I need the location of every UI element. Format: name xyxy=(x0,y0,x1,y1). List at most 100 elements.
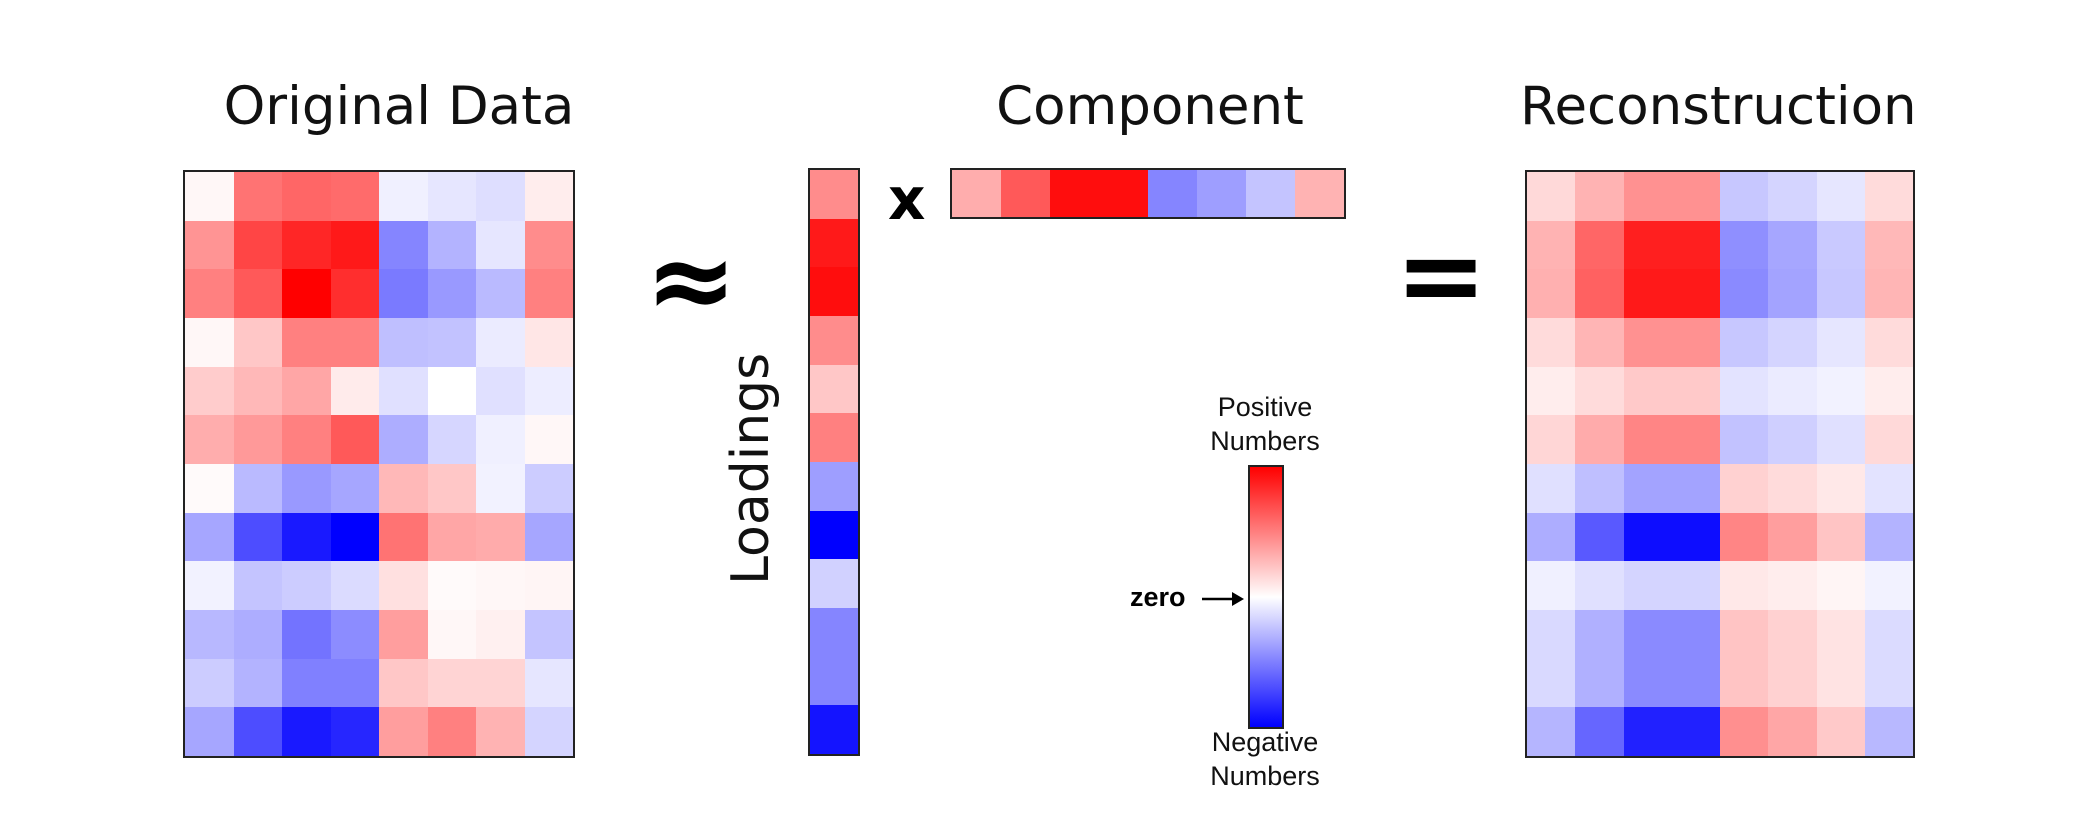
reconstruction-cell-r6-c2 xyxy=(1623,464,1672,513)
loadings-column xyxy=(808,168,860,756)
reconstruction-cell-r2-c2 xyxy=(1623,269,1672,318)
component-cell-r0-c6 xyxy=(1246,170,1295,217)
original-cell-r9-c4 xyxy=(379,610,428,659)
original-cell-r0-c3 xyxy=(330,172,379,221)
original-cell-r0-c7 xyxy=(524,172,573,221)
reconstruction-cell-r5-c4 xyxy=(1720,415,1769,464)
reconstruction-cell-r9-c7 xyxy=(1864,610,1913,659)
reconstruction-cell-r2-c6 xyxy=(1816,269,1865,318)
original-cell-r5-c2 xyxy=(282,415,331,464)
reconstruction-cell-r11-c4 xyxy=(1720,707,1769,756)
reconstruction-cell-r9-c5 xyxy=(1768,610,1817,659)
original-cell-r5-c3 xyxy=(330,415,379,464)
reconstruction-cell-r7-c2 xyxy=(1623,512,1672,562)
original-cell-r6-c7 xyxy=(524,464,573,513)
original-cell-r10-c5 xyxy=(427,658,476,708)
legend-positive-line2: Numbers xyxy=(1210,426,1320,456)
reconstruction-cell-r3-c1 xyxy=(1575,318,1624,367)
original-cell-r4-c0 xyxy=(185,366,234,416)
reconstruction-cell-r11-c6 xyxy=(1816,707,1865,756)
original-cell-r3-c1 xyxy=(233,318,282,367)
original-cell-r9-c1 xyxy=(233,610,282,659)
reconstruction-cell-r8-c6 xyxy=(1816,561,1865,610)
loading-cell-r0-c0 xyxy=(810,170,858,219)
reconstruction-cell-r0-c3 xyxy=(1671,172,1720,221)
original-cell-r7-c6 xyxy=(476,512,525,562)
reconstruction-cell-r6-c7 xyxy=(1864,464,1913,513)
reconstruction-cell-r2-c3 xyxy=(1671,269,1720,318)
reconstruction-cell-r5-c5 xyxy=(1768,415,1817,464)
loading-cell-r10-c0 xyxy=(810,656,858,706)
original-cell-r1-c5 xyxy=(427,220,476,270)
reconstruction-cell-r6-c4 xyxy=(1720,464,1769,513)
original-cell-r5-c1 xyxy=(233,415,282,464)
reconstruction-cell-r5-c2 xyxy=(1623,415,1672,464)
original-cell-r5-c0 xyxy=(185,415,234,464)
original-cell-r6-c4 xyxy=(379,464,428,513)
reconstruction-cell-r11-c1 xyxy=(1575,707,1624,756)
original-cell-r5-c4 xyxy=(379,415,428,464)
reconstruction-cell-r10-c0 xyxy=(1527,658,1576,708)
original-cell-r9-c7 xyxy=(524,610,573,659)
original-cell-r11-c1 xyxy=(233,707,282,756)
legend-negative-label: Negative Numbers xyxy=(1175,725,1355,793)
reconstruction-cell-r10-c6 xyxy=(1816,658,1865,708)
reconstruction-cell-r4-c6 xyxy=(1816,366,1865,416)
original-cell-r9-c5 xyxy=(427,610,476,659)
original-cell-r0-c2 xyxy=(282,172,331,221)
original-cell-r10-c2 xyxy=(282,658,331,708)
reconstruction-cell-r5-c3 xyxy=(1671,415,1720,464)
original-cell-r4-c6 xyxy=(476,366,525,416)
loading-cell-r6-c0 xyxy=(810,462,858,511)
original-cell-r2-c5 xyxy=(427,269,476,318)
reconstruction-cell-r0-c5 xyxy=(1768,172,1817,221)
component-cell-r0-c1 xyxy=(1001,170,1050,217)
reconstruction-cell-r5-c7 xyxy=(1864,415,1913,464)
reconstruction-cell-r9-c4 xyxy=(1720,610,1769,659)
original-cell-r11-c5 xyxy=(427,707,476,756)
original-cell-r4-c4 xyxy=(379,366,428,416)
original-cell-r10-c6 xyxy=(476,658,525,708)
reconstruction-cell-r7-c4 xyxy=(1720,512,1769,562)
reconstruction-cell-r4-c0 xyxy=(1527,366,1576,416)
original-cell-r0-c4 xyxy=(379,172,428,221)
reconstruction-cell-r8-c7 xyxy=(1864,561,1913,610)
reconstruction-cell-r9-c6 xyxy=(1816,610,1865,659)
reconstruction-cell-r10-c4 xyxy=(1720,658,1769,708)
original-cell-r8-c6 xyxy=(476,561,525,610)
reconstruction-cell-r11-c5 xyxy=(1768,707,1817,756)
component-title: Component xyxy=(996,76,1304,137)
reconstruction-cell-r8-c4 xyxy=(1720,561,1769,610)
reconstruction-cell-r0-c7 xyxy=(1864,172,1913,221)
original-cell-r2-c3 xyxy=(330,269,379,318)
original-cell-r9-c6 xyxy=(476,610,525,659)
loading-cell-r2-c0 xyxy=(810,267,858,316)
legend-negative-line1: Negative xyxy=(1211,727,1319,757)
original-cell-r1-c1 xyxy=(233,220,282,270)
reconstruction-cell-r3-c7 xyxy=(1864,318,1913,367)
reconstruction-cell-r2-c4 xyxy=(1720,269,1769,318)
original-cell-r8-c3 xyxy=(330,561,379,610)
original-cell-r2-c1 xyxy=(233,269,282,318)
original-cell-r11-c6 xyxy=(476,707,525,756)
reconstruction-cell-r1-c1 xyxy=(1575,220,1624,270)
reconstruction-cell-r3-c5 xyxy=(1768,318,1817,367)
original-cell-r7-c1 xyxy=(233,512,282,562)
original-cell-r6-c1 xyxy=(233,464,282,513)
reconstruction-cell-r0-c0 xyxy=(1527,172,1576,221)
original-cell-r3-c4 xyxy=(379,318,428,367)
legend-negative-line2: Numbers xyxy=(1210,761,1320,791)
loading-cell-r7-c0 xyxy=(810,510,858,560)
reconstruction-cell-r6-c0 xyxy=(1527,464,1576,513)
reconstruction-cell-r0-c6 xyxy=(1816,172,1865,221)
color-scale-bar xyxy=(1248,465,1284,729)
component-cell-r0-c7 xyxy=(1295,170,1344,217)
original-cell-r6-c3 xyxy=(330,464,379,513)
reconstruction-cell-r1-c3 xyxy=(1671,220,1720,270)
original-cell-r6-c0 xyxy=(185,464,234,513)
original-cell-r1-c2 xyxy=(282,220,331,270)
loading-cell-r5-c0 xyxy=(810,413,858,462)
reconstruction-cell-r1-c5 xyxy=(1768,220,1817,270)
original-cell-r1-c7 xyxy=(524,220,573,270)
component-cell-r0-c4 xyxy=(1148,170,1197,217)
